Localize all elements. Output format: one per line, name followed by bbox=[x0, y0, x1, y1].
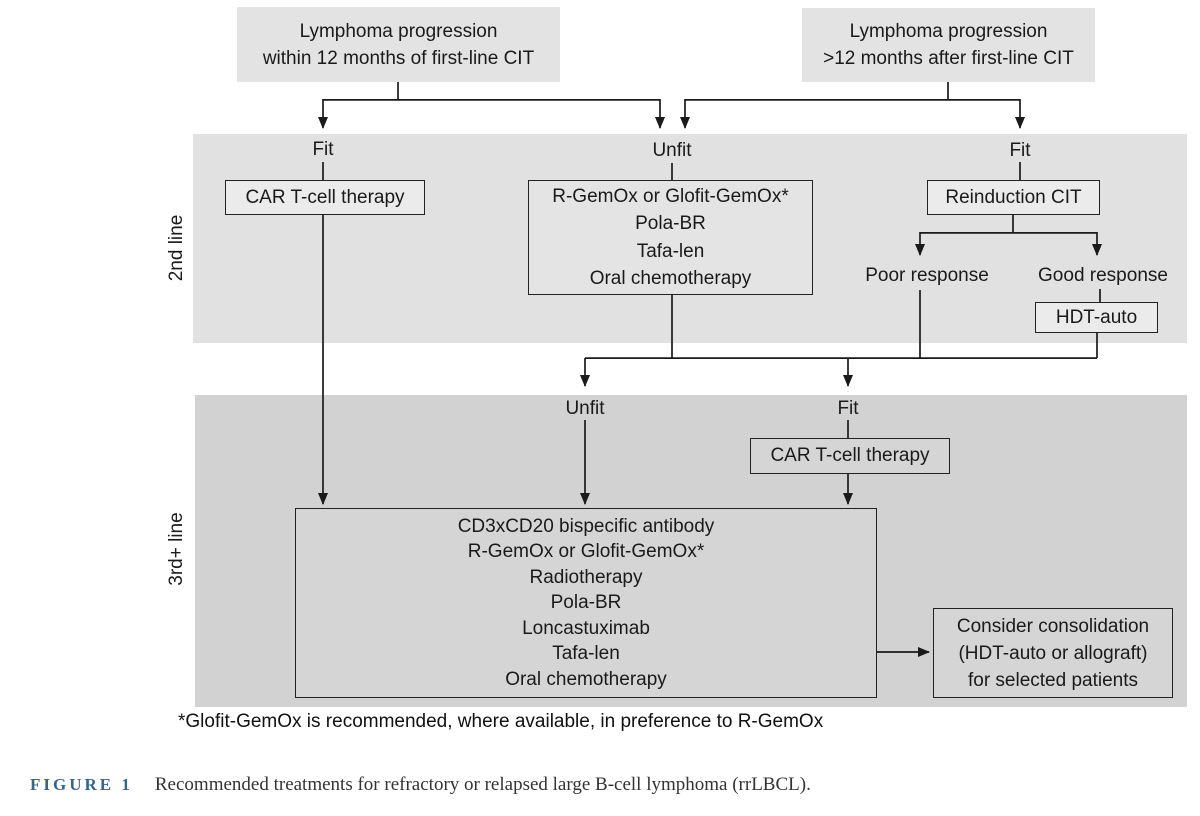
hdt-auto-box: HDT-auto bbox=[1035, 302, 1158, 333]
figure-caption: FIGURE 1 Recommended treatments for refr… bbox=[30, 774, 811, 796]
progression-within-12m-line2: within 12 months of first-line CIT bbox=[262, 47, 535, 69]
third-line-options-box: CD3xCD20 bispecific antibody R-GemOx or … bbox=[295, 508, 877, 698]
option-line: R-GemOx or Glofit-GemOx* bbox=[552, 185, 789, 207]
car-t-third-line-box: CAR T-cell therapy bbox=[750, 438, 950, 474]
option-line: Tafa-len bbox=[636, 240, 705, 262]
second-line-band-label: 2nd line bbox=[166, 214, 187, 282]
option-line: Loncastuximab bbox=[522, 617, 650, 639]
progression-after-12m-line2: >12 months after first-line CIT bbox=[823, 48, 1074, 69]
car-t-third-line-text: CAR T-cell therapy bbox=[770, 445, 930, 466]
figure-caption-label: FIGURE 1 bbox=[30, 775, 133, 794]
option-line: Radiotherapy bbox=[529, 566, 643, 588]
unfit-second-line-options-box: R-GemOx or Glofit-GemOx* Pola-BR Tafa-le… bbox=[528, 180, 813, 295]
consolidation-line: Consider consolidation bbox=[956, 615, 1150, 637]
option-line: Oral chemotherapy bbox=[589, 268, 752, 289]
third-line-band-label: 3rd+ line bbox=[166, 512, 187, 586]
consolidation-line: (HDT-auto or allograft) bbox=[958, 642, 1148, 664]
progression-after-12m-line1: Lymphoma progression bbox=[849, 21, 1048, 42]
option-line: Pola-BR bbox=[635, 213, 706, 234]
reinduction-cit-box: Reinduction CIT bbox=[927, 180, 1100, 215]
reinduction-cit-text: Reinduction CIT bbox=[945, 186, 1082, 208]
progression-within-12m-box: Lymphoma progression within 12 months of… bbox=[237, 7, 560, 82]
label-fit-right: Fit bbox=[1009, 140, 1031, 161]
progression-after-12m-box: Lymphoma progression >12 months after fi… bbox=[802, 8, 1095, 82]
label-poor-response: Poor response bbox=[865, 265, 989, 286]
label-unfit-middle: Unfit bbox=[652, 140, 692, 161]
option-line: Tafa-len bbox=[552, 643, 620, 665]
label-fit-third: Fit bbox=[837, 398, 859, 419]
option-line: Pola-BR bbox=[550, 592, 622, 614]
progression-within-12m-line1: Lymphoma progression bbox=[299, 20, 498, 42]
option-line: R-GemOx or Glofit-GemOx* bbox=[467, 541, 705, 563]
car-t-second-line-box: CAR T-cell therapy bbox=[225, 180, 425, 215]
car-t-second-line-text: CAR T-cell therapy bbox=[245, 186, 405, 208]
hdt-auto-text: HDT-auto bbox=[1055, 306, 1138, 328]
footnote-glofit-gemox: *Glofit-GemOx is recommended, where avai… bbox=[178, 711, 824, 732]
option-line: Oral chemotherapy bbox=[505, 668, 667, 690]
option-line: CD3xCD20 bispecific antibody bbox=[457, 515, 715, 537]
label-fit-left: Fit bbox=[312, 139, 334, 160]
consolidation-box: Consider consolidation (HDT-auto or allo… bbox=[933, 608, 1173, 698]
label-unfit-third: Unfit bbox=[565, 398, 605, 419]
figure-caption-text: Recommended treatments for refractory or… bbox=[154, 774, 811, 795]
consolidation-line: for selected patients bbox=[967, 669, 1139, 691]
label-good-response: Good response bbox=[1038, 265, 1168, 286]
